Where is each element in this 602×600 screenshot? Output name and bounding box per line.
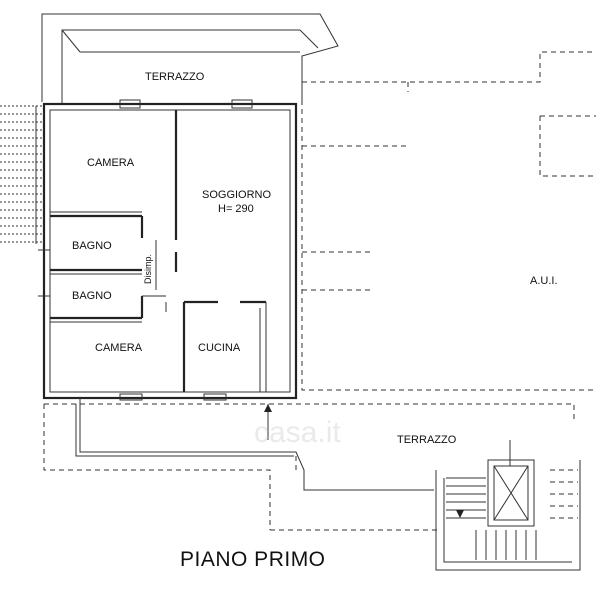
windows [38,99,272,440]
outer-walls [42,102,298,400]
room-label-soggiorno: SOGGIORNO [202,189,272,201]
room-label-camera-top: CAMERA [87,157,135,169]
room-label-terrazzo-bottom: TERRAZZO [397,434,457,446]
interior-walls [50,110,267,392]
watermark: casa.it [254,416,341,449]
parapet-outline [41,13,339,104]
room-label-aui: A.U.I. [530,275,558,287]
room-label-terrazzo-top: TERRAZZO [145,71,205,83]
terrace-bottom-outline [43,398,575,531]
floor-title: PIANO PRIMO [180,548,326,571]
room-label-bagno-2: BAGNO [72,290,112,302]
room-label-disimpegno: Disimp. [143,254,153,284]
room-label-soggiorno-height: H= 290 [218,203,254,215]
room-label-cucina: CUCINA [198,342,241,354]
room-label-camera-bottom: CAMERA [95,342,143,354]
left-balcony-hatch [0,105,44,244]
room-label-bagno-1: BAGNO [72,240,112,252]
aui-dashed-outline [301,51,596,391]
stair-block [435,440,581,571]
